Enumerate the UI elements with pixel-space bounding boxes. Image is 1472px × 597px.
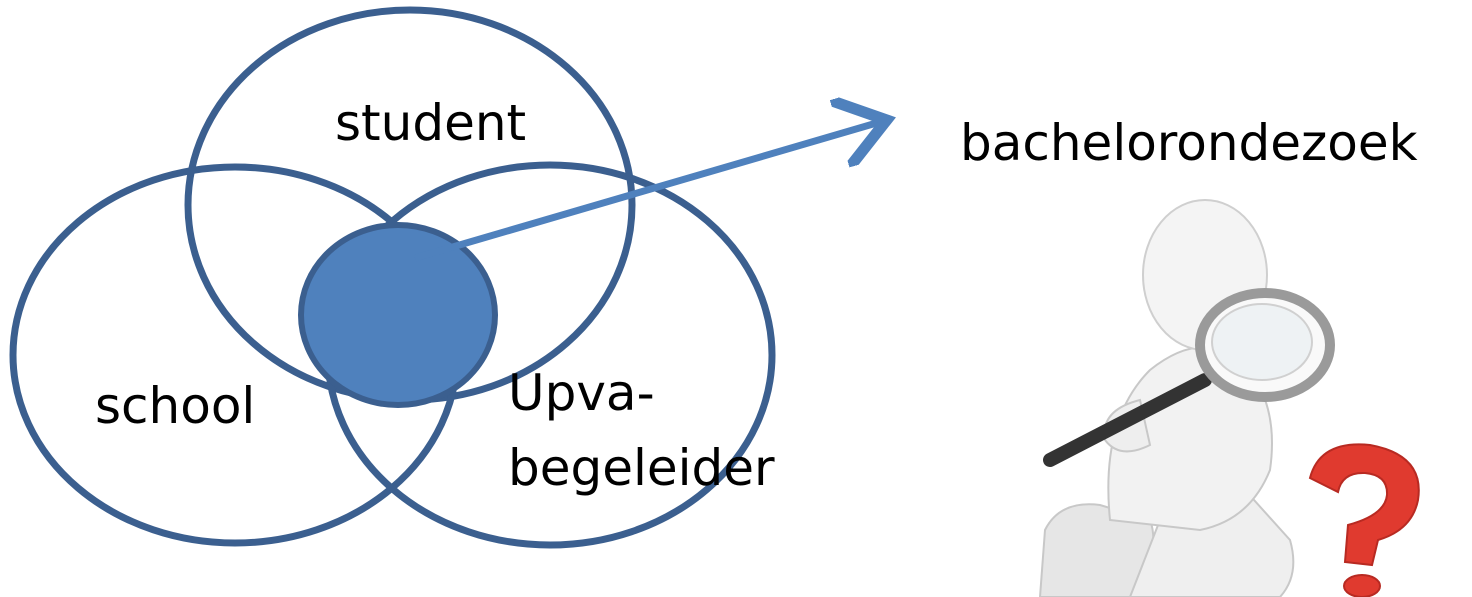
- label-upva-line2: begeleider: [508, 439, 775, 497]
- center-intersection: [298, 222, 498, 408]
- question-mark-icon: [1308, 443, 1420, 597]
- person-with-magnifying-glass-icon: [1038, 199, 1335, 597]
- outcome-arrow: [414, 122, 880, 262]
- label-school: school: [95, 377, 255, 435]
- label-outcome: bachelorondezoek: [960, 114, 1418, 172]
- label-upva-line1: Upva-: [508, 364, 655, 422]
- label-student: student: [335, 94, 526, 152]
